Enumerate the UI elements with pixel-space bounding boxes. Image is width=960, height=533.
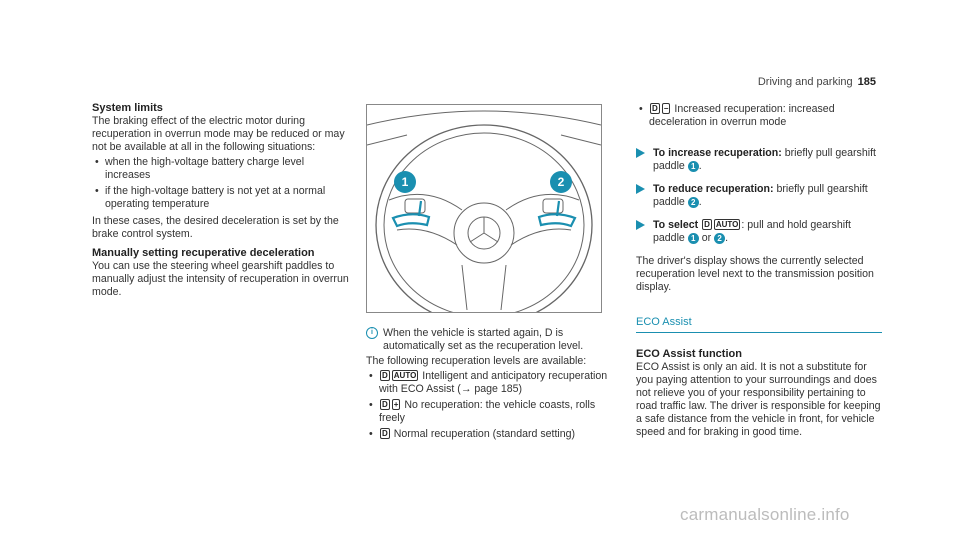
level-item: D+ No recuperation: the vehicle coasts, … bbox=[366, 399, 616, 425]
section-title: Driving and parking bbox=[757, 76, 853, 88]
column-left: System limits The braking effect of the … bbox=[92, 101, 350, 299]
callout-2-badge: 2 bbox=[687, 197, 699, 208]
drive-key-icon: D bbox=[650, 103, 660, 114]
callout-2-label: 2 bbox=[558, 175, 565, 189]
page-number: 185 bbox=[857, 76, 876, 88]
info-icon: i bbox=[366, 327, 378, 339]
steering-wheel-drawing: 1 2 bbox=[366, 110, 602, 326]
step-reduce: To reduce recuperation: briefly pull gea… bbox=[636, 183, 882, 209]
arrow-right-icon bbox=[636, 148, 645, 158]
level-text: Intelligent and anticipatory recuperatio… bbox=[379, 370, 608, 395]
section-heading-eco-assist: ECO Assist bbox=[636, 316, 882, 333]
column-right: D− Increased recuperation: increased dec… bbox=[636, 101, 882, 439]
heading-manual-recuperation: Manually setting recuperative decelerati… bbox=[92, 247, 315, 259]
list-item: if the high-voltage battery is not yet a… bbox=[92, 185, 350, 211]
callout-2-badge: 2 bbox=[714, 233, 726, 244]
callout-1-label: 1 bbox=[402, 175, 409, 189]
page-header: Driving and parking 185 bbox=[758, 76, 876, 89]
eco-assist-paragraph: ECO Assist is only an aid. It is not a s… bbox=[636, 361, 881, 438]
minus-key-icon: − bbox=[661, 103, 671, 114]
heading-system-limits: System limits bbox=[92, 102, 163, 114]
system-limits-intro: The braking effect of the electric motor… bbox=[92, 115, 345, 153]
drive-key-icon: D bbox=[380, 370, 390, 381]
levels-list-continued: D− Increased recuperation: increased dec… bbox=[636, 103, 882, 129]
callout-1-badge: 1 bbox=[687, 233, 699, 244]
system-limits-list: when the high-voltage battery charge lev… bbox=[92, 156, 350, 211]
list-item: when the high-voltage battery charge lev… bbox=[92, 156, 350, 182]
level-text: No recuperation: the vehicle coasts, rol… bbox=[379, 399, 596, 424]
drive-key-icon: D bbox=[702, 219, 712, 230]
level-text: Normal recuperation (standard setting) bbox=[393, 428, 576, 440]
level-text: Increased recuperation: increased decele… bbox=[649, 103, 835, 128]
callout-2-marker bbox=[550, 171, 572, 193]
plus-key-icon: + bbox=[391, 399, 401, 410]
auto-key-icon: AUTO bbox=[391, 370, 419, 381]
drive-key-icon: D bbox=[380, 428, 390, 439]
display-paragraph: The driver's display shows the currently… bbox=[636, 255, 874, 293]
arrow-right-icon bbox=[636, 184, 645, 194]
level-item: D− Increased recuperation: increased dec… bbox=[636, 103, 882, 129]
watermark: carmanualsonline.info bbox=[680, 505, 850, 524]
steering-wheel-illustration: 1 2 bbox=[366, 104, 602, 326]
manual-recuperation-text: You can use the steering wheel gearshift… bbox=[92, 260, 349, 298]
levels-intro: The following recuperation levels are av… bbox=[366, 355, 587, 367]
drive-key-icon: D bbox=[380, 399, 390, 410]
recuperation-levels: The following recuperation levels are av… bbox=[366, 355, 616, 445]
system-limits-after: In these cases, the desired deceleration… bbox=[92, 215, 339, 240]
step-increase: To increase recuperation: briefly pull g… bbox=[636, 147, 882, 173]
callout-1-badge: 1 bbox=[687, 161, 699, 172]
info-note: i When the vehicle is started again, D i… bbox=[366, 327, 616, 353]
callout-1-marker bbox=[394, 171, 416, 193]
level-item: D Normal recuperation (standard setting) bbox=[366, 428, 616, 441]
arrow-right-icon bbox=[636, 220, 645, 230]
heading-eco-assist-function: ECO Assist function bbox=[636, 348, 742, 360]
info-note-text: When the vehicle is started again, D is … bbox=[383, 327, 584, 352]
auto-key-icon: AUTO bbox=[713, 219, 741, 230]
